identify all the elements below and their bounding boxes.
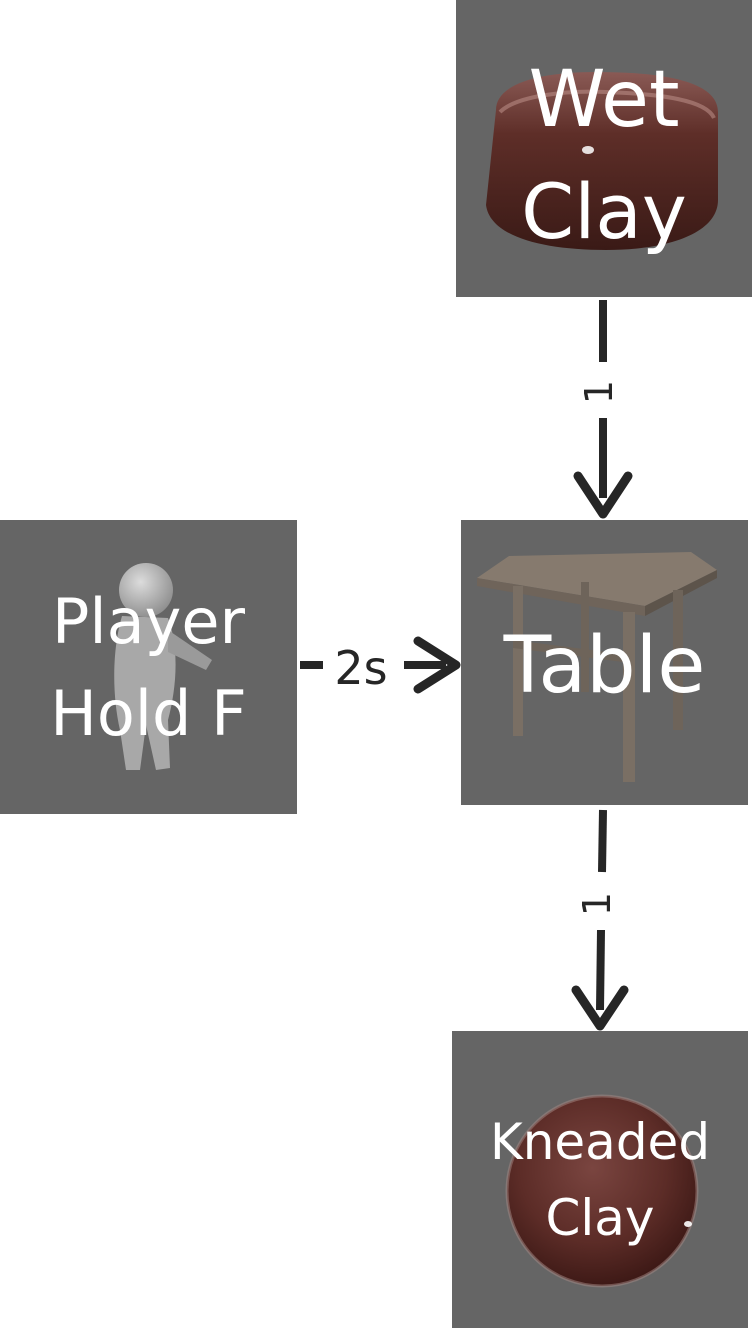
wet-clay-block-icon [486,72,718,250]
node-label-kneaded-clay-line1: Kneaded [489,1113,711,1171]
player-figure-icon [114,563,212,770]
node-label-wet-clay-line1: Wet [528,55,680,145]
edge-label-table-kneaded-clay: 1 [575,892,619,916]
node-label-wet-clay-line2: Clay [521,167,687,256]
node-table[interactable]: Table [461,520,748,805]
node-wet-clay[interactable]: Wet Clay [456,0,752,297]
arrowhead-icon [571,985,629,1031]
node-label-kneaded-clay-line2: Clay [545,1189,655,1247]
clay-ball-icon [505,1094,699,1288]
node-label-player-line1: Player [52,585,245,658]
table-icon [477,552,717,782]
edge-table-to-kneaded-clay: 1 [571,809,629,1031]
edge-wet-clay-to-table: 1 [573,300,633,519]
arrowhead-icon [413,636,461,694]
node-kneaded-clay[interactable]: Kneaded Clay [452,1031,748,1328]
node-player[interactable]: Player Hold F [0,520,297,814]
edge-player-to-table: 2s [300,636,461,695]
edge-label-wet-clay-table: 1 [577,380,621,404]
node-label-player-line2: Hold F [50,677,247,750]
node-label-table: Table [503,621,706,711]
arrowhead-icon [573,471,633,519]
edge-label-player-table: 2s [334,641,387,695]
